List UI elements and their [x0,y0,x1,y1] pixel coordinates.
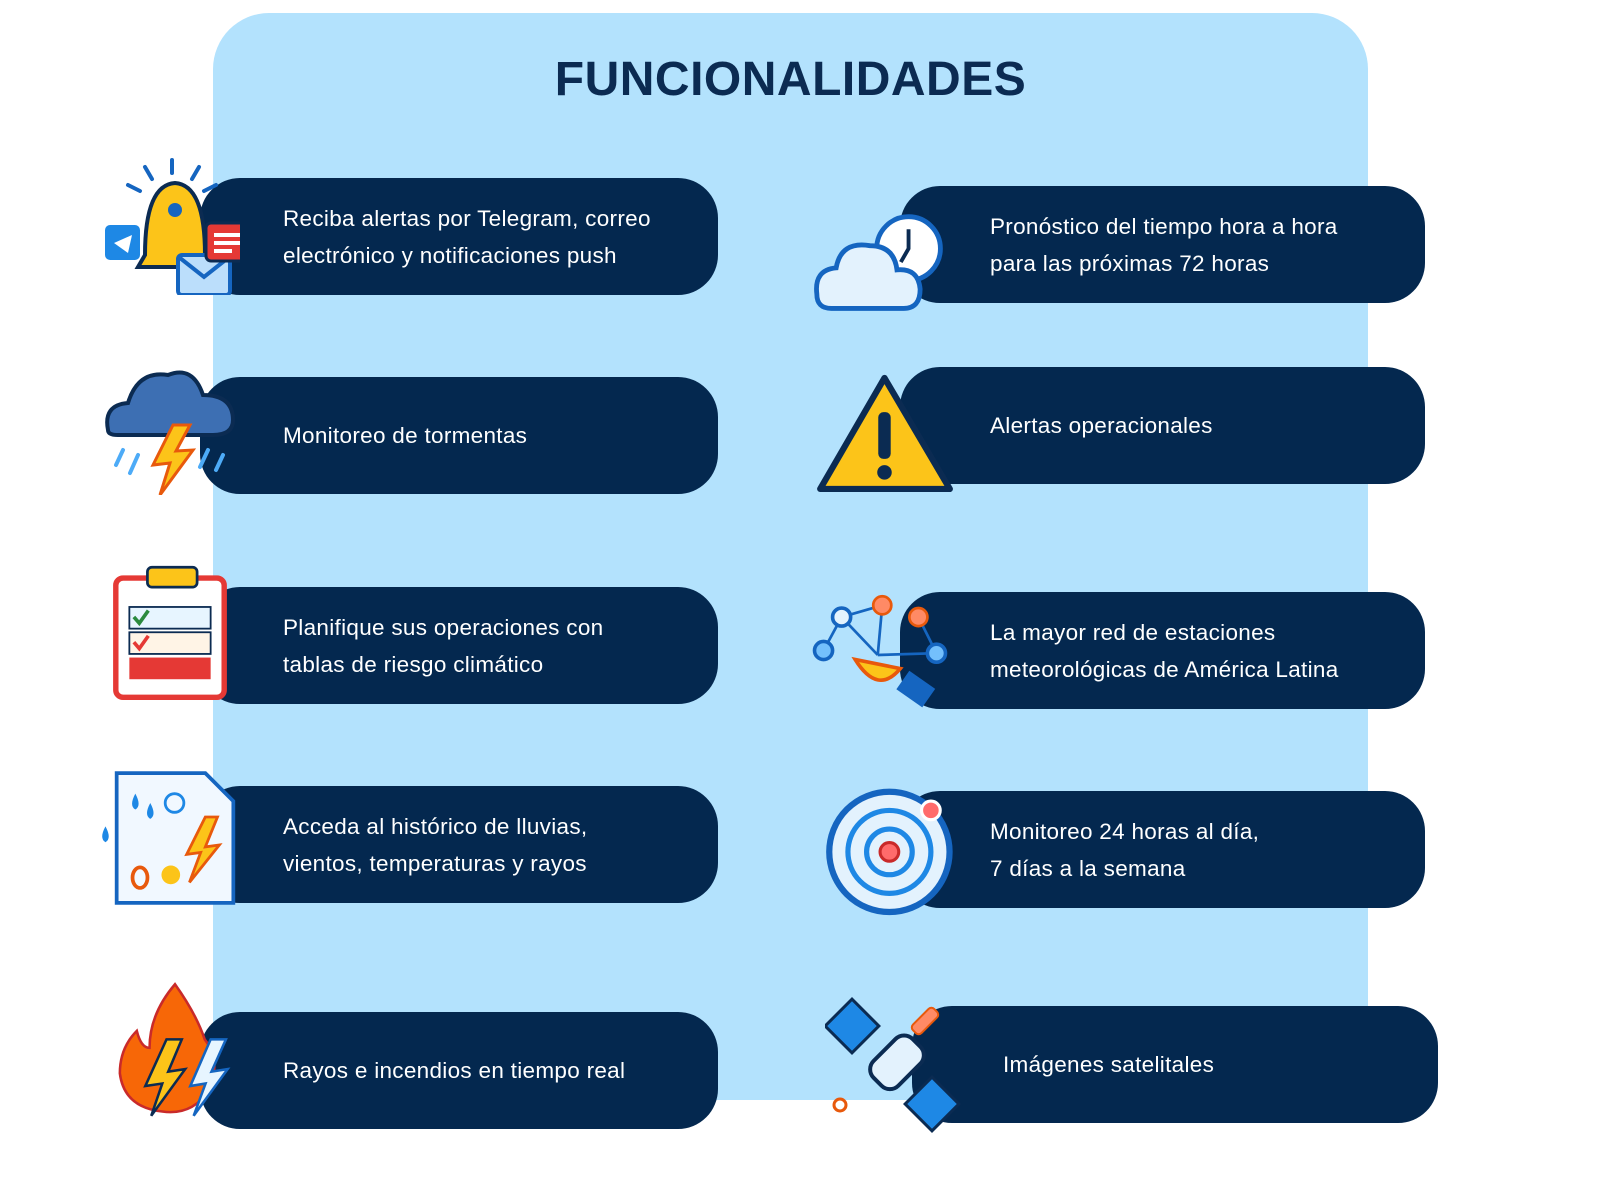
feature-line: Planifique sus operaciones con [283,614,604,640]
feature-text: Monitoreo de tormentas [283,423,528,448]
feature-text: Planifique sus operaciones con tablas de … [283,609,603,683]
feature-text: Pronóstico del tiempo hora a hora para la… [990,208,1338,282]
radar-icon [826,788,953,916]
feature-line: Monitoreo 24 horas al día, [990,818,1260,844]
station-network-icon [812,594,948,708]
feature-text: Reciba alertas por Telegram, correo elect… [283,200,651,274]
page-title: FUNCIONALIDADES [554,53,1027,106]
feature-text: Monitoreo 24 horas al día, 7 días a la se… [990,813,1259,887]
feature-line: La mayor red de estaciones [990,619,1276,645]
feature-forecast: Pronóstico del tiempo hora a hora para la… [900,186,1425,303]
feature-alerts: Reciba alertas por Telegram, correo elect… [200,178,718,295]
bell-notifications-icon [105,158,240,295]
feature-line: vientos, temperaturas y rayos [283,850,587,876]
clipboard-icon [113,565,227,700]
feature-24-7: Monitoreo 24 horas al día, 7 días a la se… [900,791,1425,908]
feature-text: La mayor red de estaciones meteorológicas… [990,614,1339,688]
fire-lightning-icon [118,982,231,1117]
feature-line: meteorológicas de América Latina [990,656,1339,682]
feature-text: Rayos e incendios en tiempo real [283,1058,626,1083]
feature-operational-alerts: Alertas operacionales [900,367,1425,484]
feature-lightning-fires: Rayos e incendios en tiempo real [200,1012,718,1129]
feature-text: Alertas operacionales [990,413,1213,438]
feature-line: Acceda al histórico de lluvias, [283,813,588,839]
feature-history: Acceda al histórico de lluvias, vientos, … [200,786,718,903]
feature-line: Reciba alertas por Telegram, correo [283,205,651,231]
feature-risk-tables: Planifique sus operaciones con tablas de … [200,587,718,704]
feature-storms: Monitoreo de tormentas [200,377,718,494]
storm-cloud-icon [105,370,236,495]
feature-line: 7 días a la semana [990,855,1186,881]
feature-line: para las próximas 72 horas [990,250,1270,276]
feature-line: tablas de riesgo climático [283,651,544,677]
feature-satellite: Imágenes satelitales [912,1006,1438,1123]
weather-history-document-icon [102,771,236,905]
feature-text: Acceda al histórico de lluvias, vientos, … [283,808,587,882]
cloud-clock-icon [814,214,943,311]
features-panel [213,13,1368,1100]
feature-line: Pronóstico del tiempo hora a hora [990,213,1338,239]
feature-text: Imágenes satelitales [1003,1052,1215,1077]
feature-line: electrónico y notificaciones push [283,242,617,268]
feature-station-network: La mayor red de estaciones meteorológicas… [900,592,1425,709]
satellite-icon [825,997,961,1133]
warning-triangle-icon [817,374,953,493]
